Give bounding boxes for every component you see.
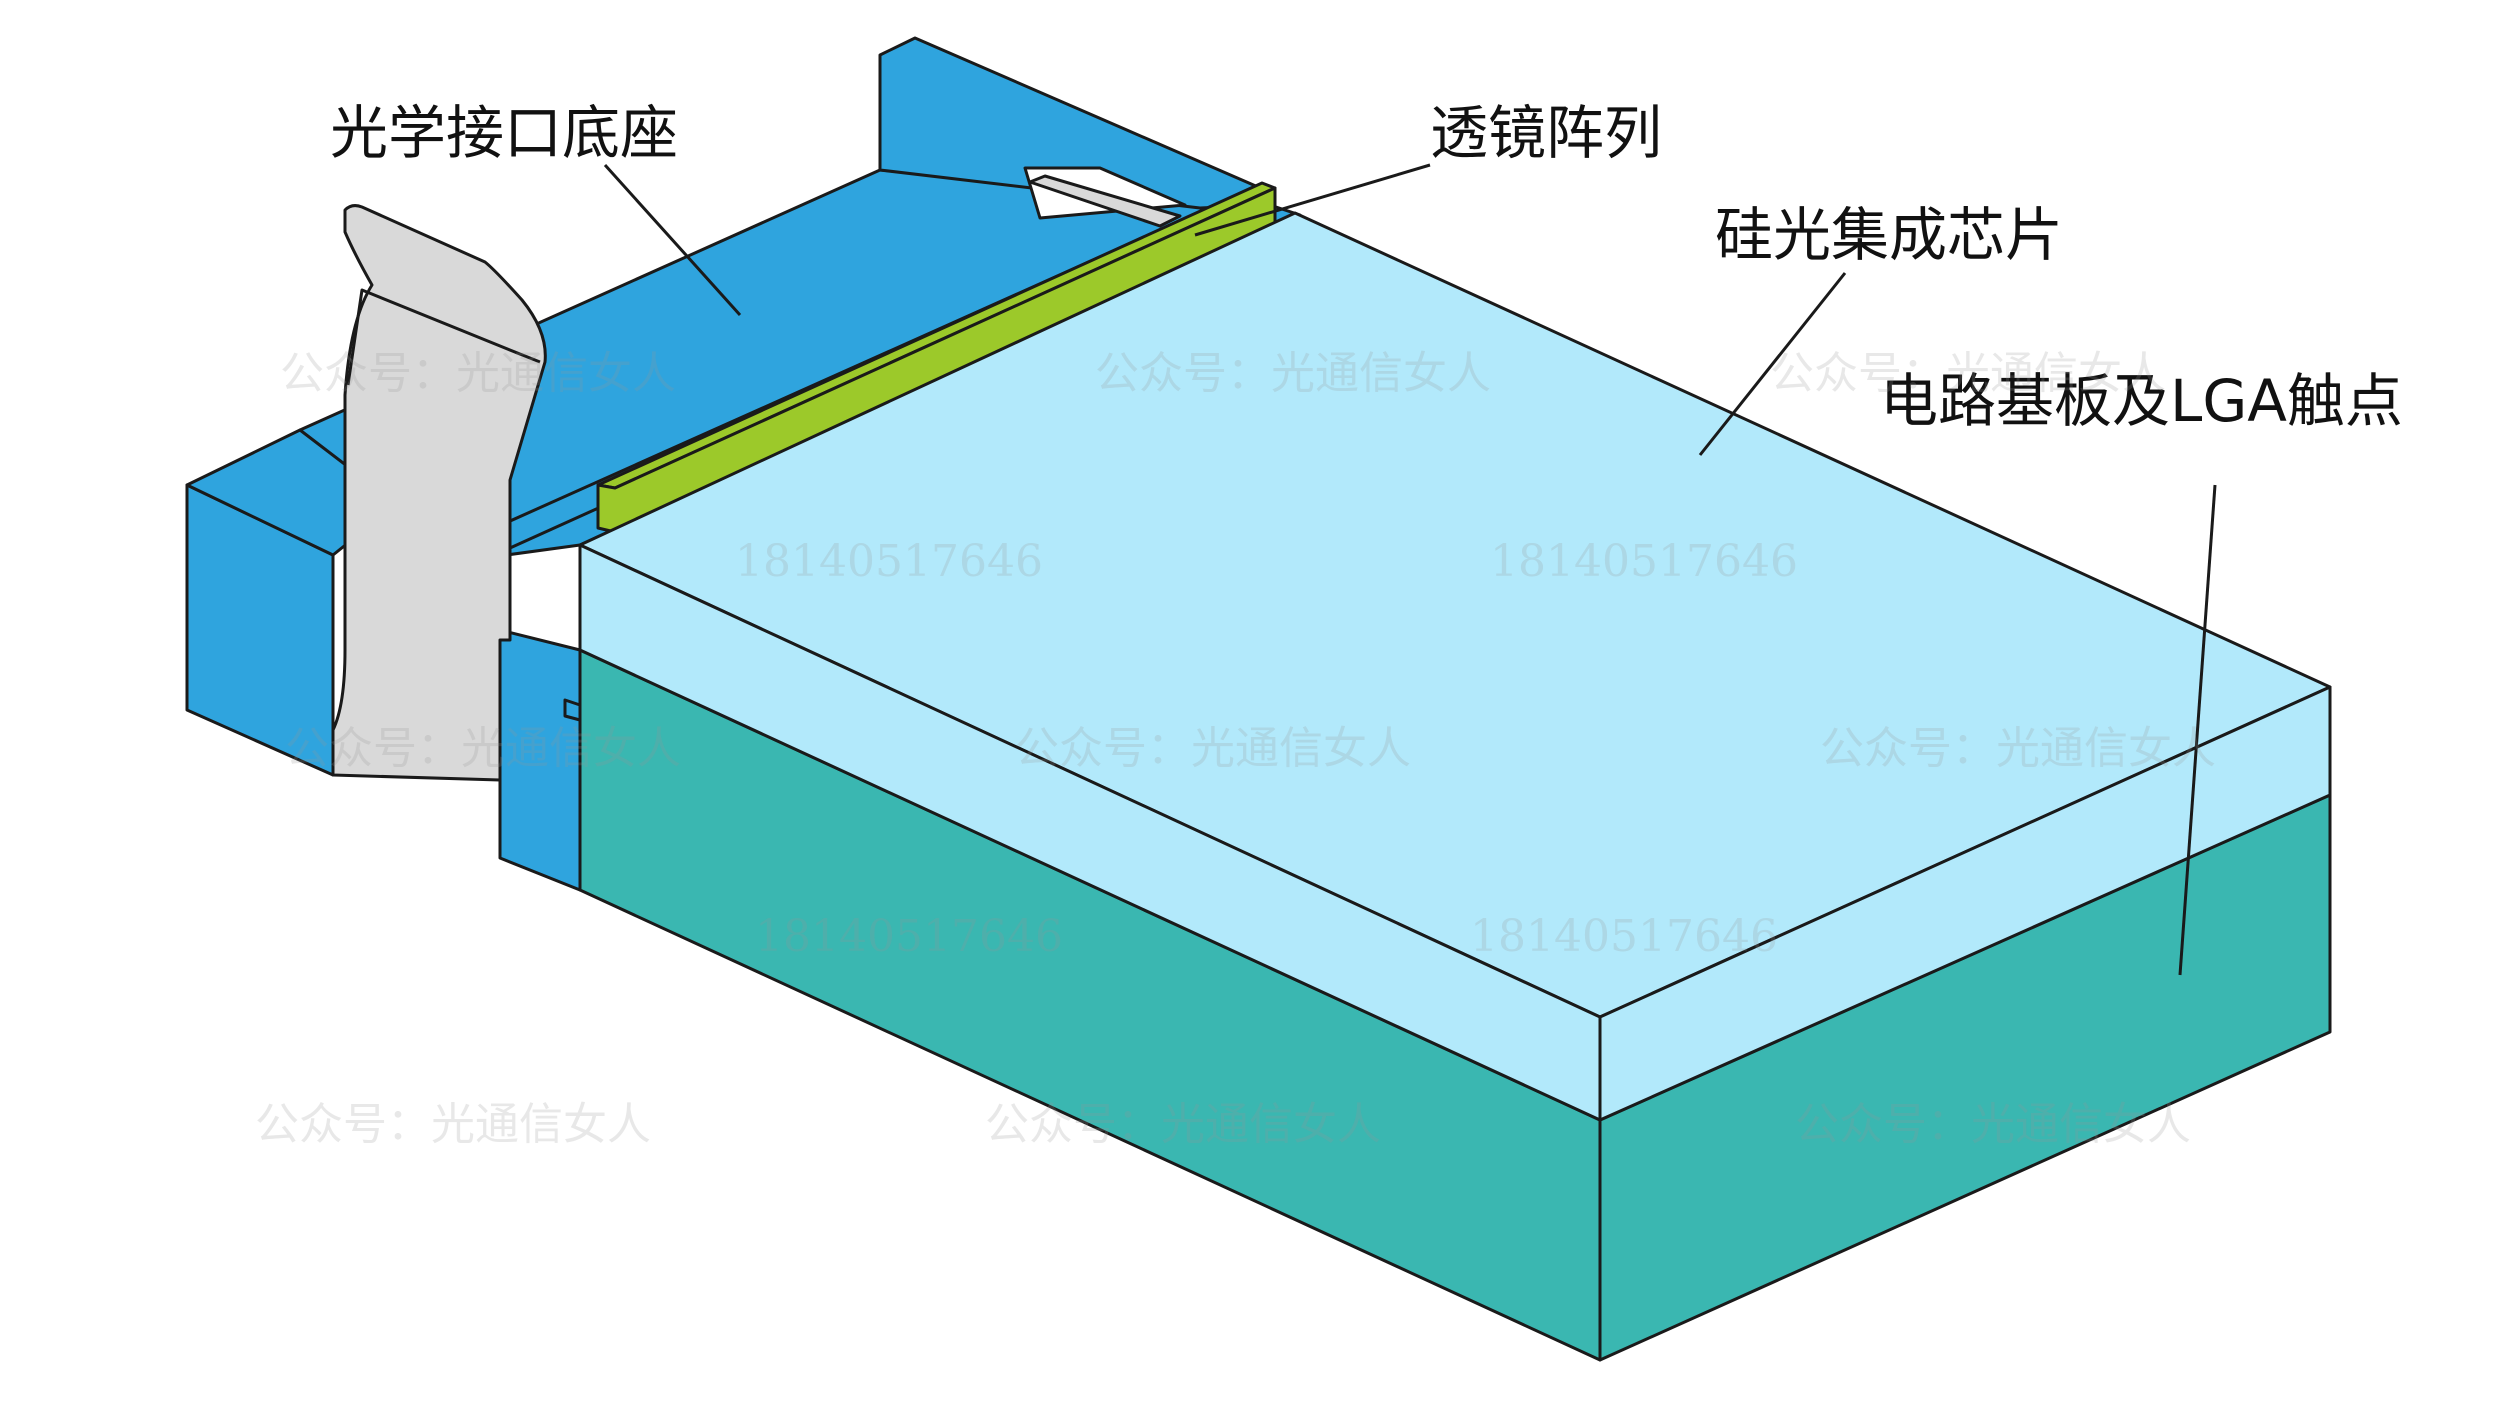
leader-optical-base: [603, 163, 742, 317]
label-optical-base: 光学接口底座: [330, 99, 679, 167]
leader-lens-array: [1194, 163, 1431, 237]
label-substrate: 电路基板及LGA触点: [1880, 367, 2403, 435]
leader-substrate: [2178, 484, 2217, 976]
watermark-account: 公众号：光通信女人: [1770, 348, 2166, 399]
watermark-phone: 18140517646: [1490, 536, 1798, 587]
clip-body: [331, 204, 547, 782]
watermark-account: 公众号：光通信女人: [1095, 348, 1491, 399]
watermark-phone: 18140517646: [1470, 911, 1778, 962]
leader-sip-chip: [1698, 272, 1847, 456]
watermark-phone: 18140517646: [755, 911, 1063, 962]
chip-right-face: [1598, 685, 2332, 1122]
watermark-account: 公众号：光通信女人: [255, 1099, 651, 1150]
optical-interface-base: [185, 36, 1302, 892]
watermark-account: 公众号：光通信女人: [985, 1099, 1381, 1150]
circuit-substrate: [578, 648, 2332, 1362]
base-front-notch: [563, 698, 582, 722]
watermark-phone: 18140517646: [735, 536, 1043, 587]
watermark-account: 公众号：光通信女人: [1795, 1099, 2191, 1150]
lens-array: [596, 181, 1277, 534]
clip-fold-line: [346, 288, 541, 386]
watermark-account: 公众号：光通信女人: [285, 723, 681, 774]
watermark-account: 公众号：光通信女人: [1015, 723, 1411, 774]
fiber-clip: [331, 204, 547, 782]
label-lens-array: 透镜阵列: [1430, 99, 1663, 167]
watermark-account: 公众号：光通信女人: [280, 348, 676, 399]
silicon-photonic-chip: [578, 211, 2332, 1122]
label-sip-chip: 硅光集成芯片: [1715, 201, 2064, 269]
watermark-account: 公众号：光通信女人: [1820, 723, 2216, 774]
base-slot-rail: [1028, 174, 1182, 228]
